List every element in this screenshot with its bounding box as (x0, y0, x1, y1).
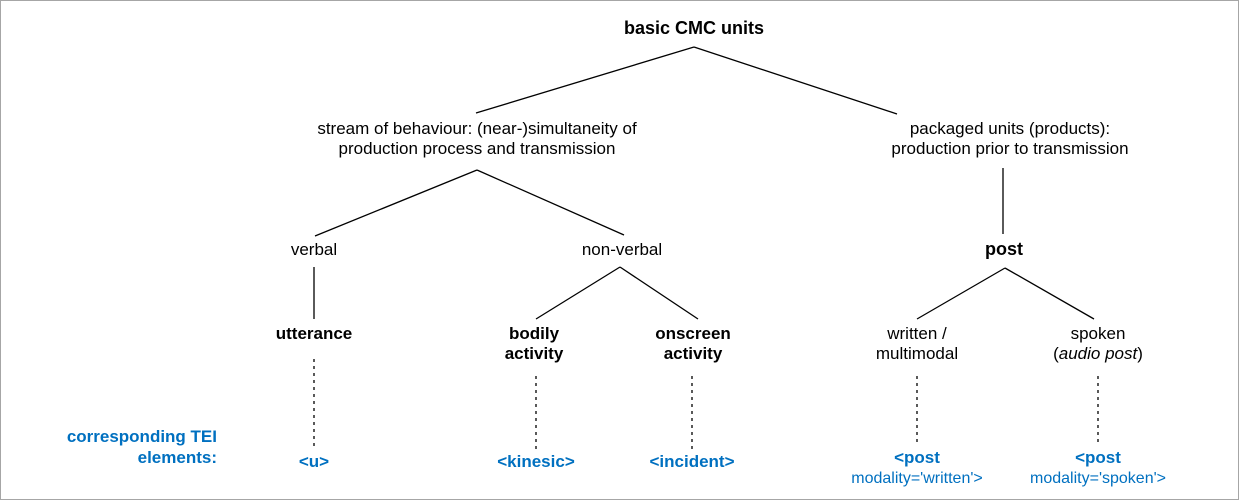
node-packaged-units: packaged units (products): production pr… (891, 119, 1128, 159)
tei-element-incident: <incident> (649, 452, 734, 473)
node-written-multimodal: written / multimodal (876, 324, 958, 364)
tei-row-label: corresponding TEI elements: (21, 427, 217, 468)
edge-post-to-spoken (1004, 267, 1095, 320)
tei-element-post-spoken: <post modality='spoken'> (1030, 448, 1166, 488)
tei-row-label-line1: corresponding TEI (66, 427, 217, 446)
tei-element-u: <u> (299, 452, 329, 473)
node-stream-of-behaviour: stream of behaviour: (near-)simultaneity… (317, 119, 636, 159)
node-bodily-activity-line2: activity (504, 344, 564, 364)
tei-element-post-spoken-attr: modality='spoken'> (1030, 469, 1166, 487)
node-post: post (985, 239, 1023, 260)
node-onscreen-activity: onscreen activity (655, 324, 731, 364)
edge-post-to-written (916, 267, 1006, 320)
node-verbal: verbal (291, 240, 337, 260)
node-onscreen-activity-line2: activity (663, 344, 723, 364)
node-utterance-line1: utterance (275, 324, 353, 343)
edge-stream-to-verbal (314, 169, 478, 237)
node-basic-cmc-units-label: basic CMC units (623, 18, 765, 38)
node-post-label: post (985, 239, 1023, 259)
edge-stream-to-nonverbal (476, 169, 625, 236)
edge-root-to-packaged (693, 46, 898, 115)
tei-element-post-written-attr: modality='written'> (851, 469, 983, 487)
node-utterance: utterance (276, 324, 353, 344)
edge-nonverbal-to-bodily (535, 266, 621, 320)
node-spoken-audio-post-italic: audio post (1058, 344, 1138, 364)
node-non-verbal-label: non-verbal (581, 240, 663, 259)
tei-row-label-line2: elements: (137, 447, 217, 467)
node-spoken-line1: spoken (1070, 324, 1126, 343)
node-basic-cmc-units: basic CMC units (624, 18, 764, 39)
node-verbal-label: verbal (290, 240, 338, 259)
node-written-multimodal-line1: written / (887, 324, 947, 343)
node-packaged-units-line2: production prior to transmission (891, 139, 1129, 159)
tei-element-post-written-tag: <post (894, 448, 940, 467)
node-written-multimodal-line2: multimodal (875, 344, 959, 364)
edge-root-to-stream (475, 46, 695, 114)
tei-element-post-spoken-tag: <post (1075, 448, 1121, 467)
node-onscreen-activity-line1: onscreen (655, 324, 731, 343)
node-spoken-line2: (audio post) (1053, 344, 1143, 364)
node-stream-of-behaviour-line1: stream of behaviour: (near-)simultaneity… (317, 119, 637, 138)
node-bodily-activity-line1: bodily (508, 324, 560, 343)
tei-element-post-written: <post modality='written'> (851, 448, 983, 488)
node-non-verbal: non-verbal (582, 240, 662, 260)
node-stream-of-behaviour-line2: production process and transmission (338, 139, 616, 159)
tei-element-u-tag: <u> (298, 452, 330, 471)
tei-element-kinesic-tag: <kinesic> (497, 452, 575, 471)
node-spoken: spoken (audio post) (1053, 324, 1143, 364)
tei-element-incident-tag: <incident> (649, 452, 735, 471)
node-packaged-units-line1: packaged units (products): (909, 119, 1111, 138)
node-bodily-activity: bodily activity (505, 324, 564, 364)
edge-nonverbal-to-onscreen (619, 266, 699, 320)
tei-element-kinesic: <kinesic> (497, 452, 575, 473)
